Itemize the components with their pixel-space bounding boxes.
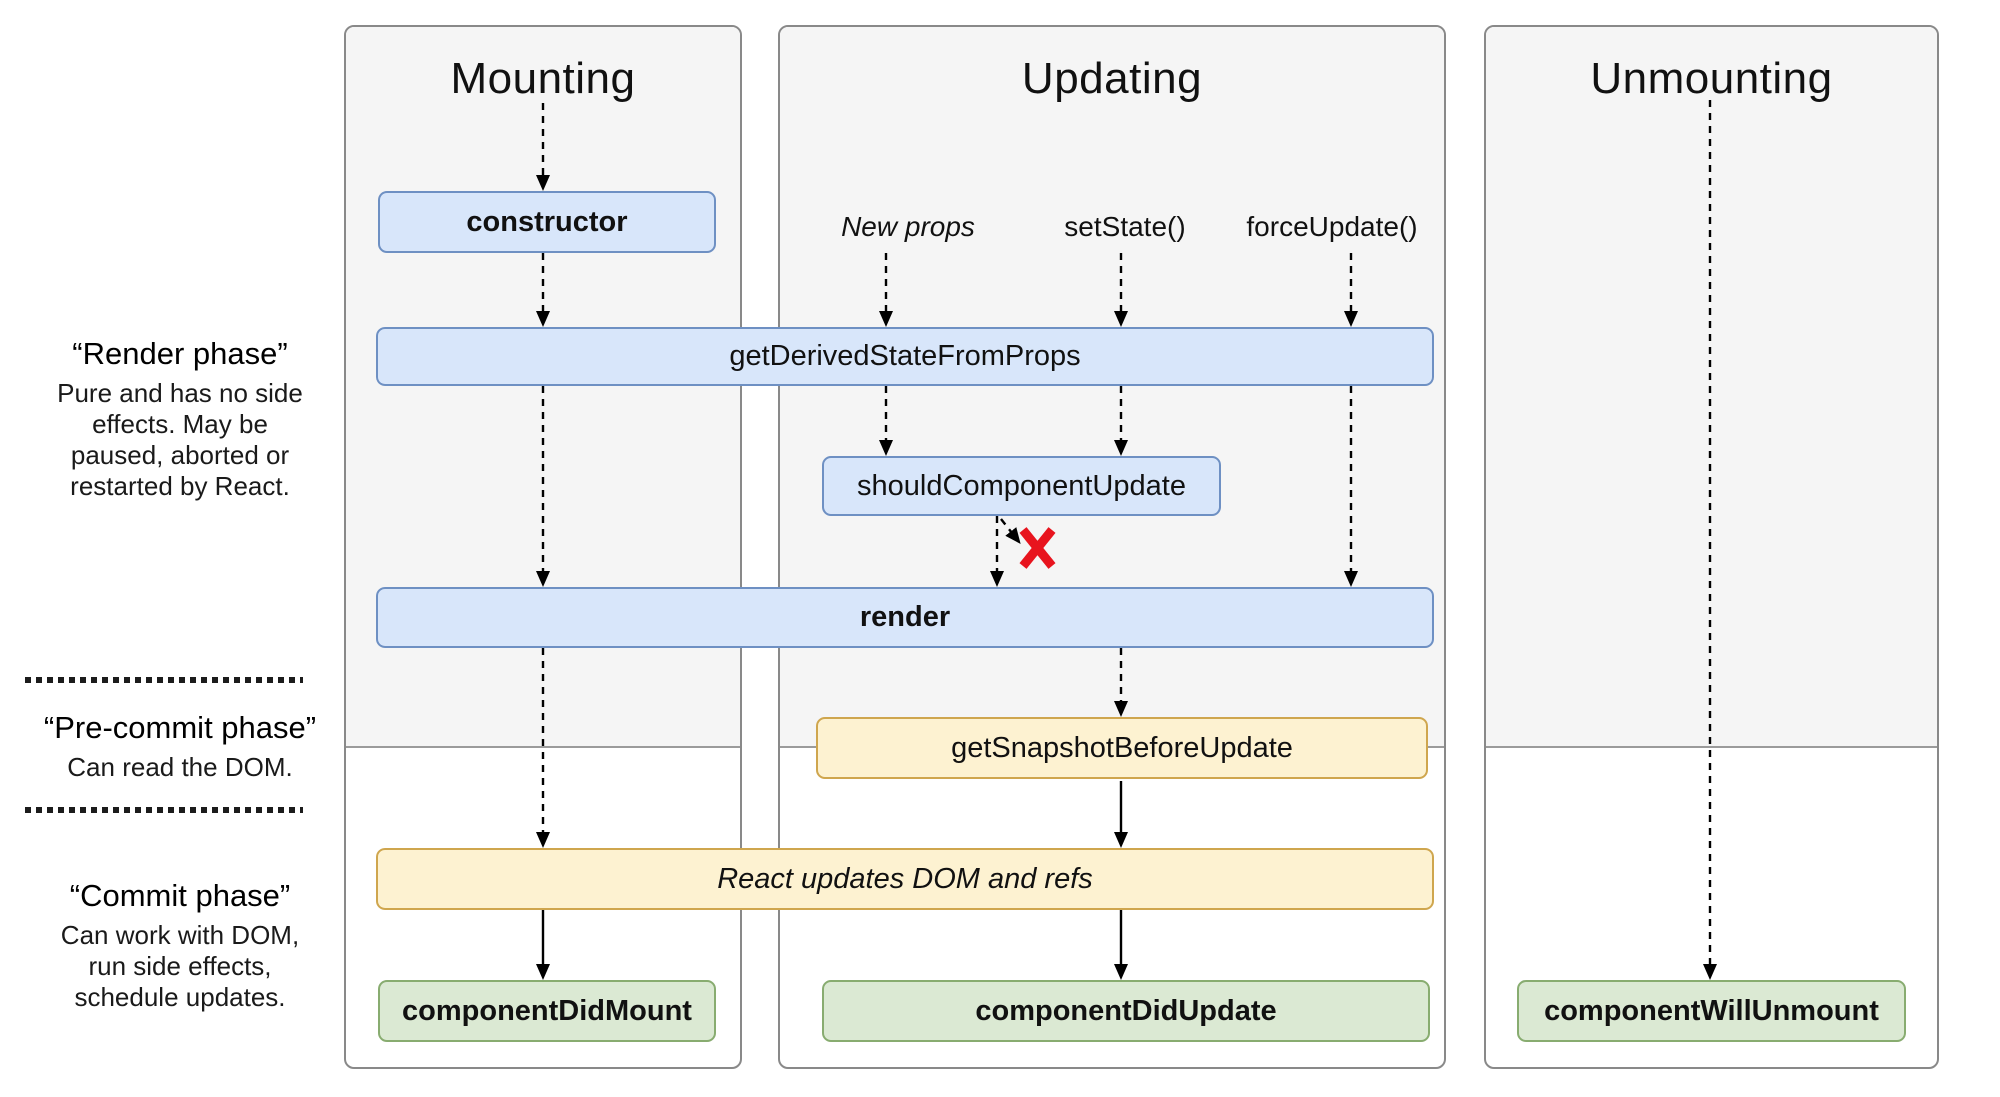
commit-phase-note: “Commit phase” Can work with DOM, run si… [30,878,330,1013]
force-update-trigger-label: forceUpdate() [1246,211,1418,242]
react-updates-dom-box: React updates DOM and refs [376,848,1434,910]
pre-commit-phase-description: Can read the DOM. [67,752,293,782]
constructor-box: constructor [378,191,716,253]
pre-commit-phase-title: “Pre-commit phase” [43,710,317,745]
commit-phase-description: Can work with DOM, run side effects, sch… [60,920,300,1012]
pre-commit-phase-note: “Pre-commit phase” Can read the DOM. [30,710,330,783]
render-phase-title: “Render phase” [72,336,288,371]
commit-phase-title: “Commit phase” [69,878,291,913]
render-phase-note: “Render phase” Pure and has no side effe… [30,336,330,502]
shouldcomponentupdate-box: shouldComponentUpdate [822,456,1221,516]
arrow-shouldcomponentupdate-skip-branch [1000,518,1021,545]
unmounting-column [1484,25,1939,1069]
mounting-column-title: Mounting [450,54,636,103]
componentwillunmount-box: componentWillUnmount [1517,980,1906,1042]
new-props-trigger-label: New props [841,211,975,242]
set-state-trigger-label: setState() [1064,211,1186,242]
getderivedstatefromprops-box: getDerivedStateFromProps [376,327,1434,386]
skip-render-x-icon [1019,527,1056,569]
unmounting-column-title: Unmounting [1590,54,1833,103]
render-box: render [376,587,1434,648]
render-phase-description: Pure and has no side effects. May be pau… [57,378,303,501]
getsnapshotbeforeupdate-box: getSnapshotBeforeUpdate [816,717,1428,779]
updating-column-title: Updating [1021,54,1203,103]
phase-separator-dotted-line [25,677,303,683]
render-phase-background [1486,27,1937,748]
componentdidupdate-box: componentDidUpdate [822,980,1430,1042]
phase-separator-dotted-line [25,807,303,813]
componentdidmount-box: componentDidMount [378,980,716,1042]
